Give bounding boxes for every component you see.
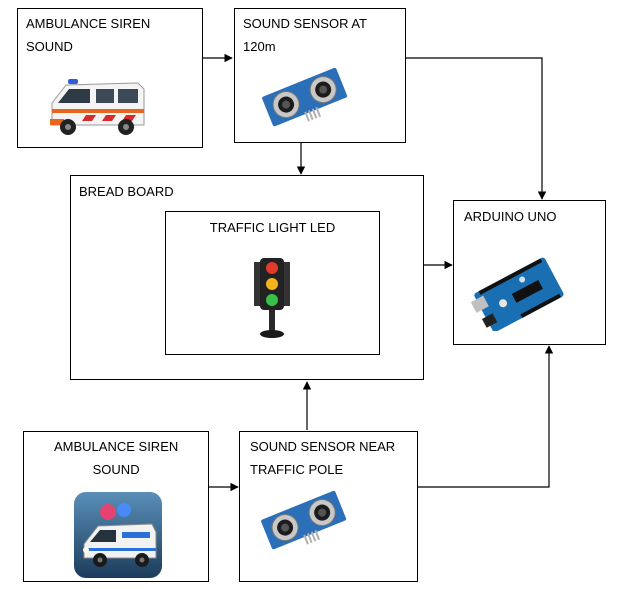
block-label: SOUND SENSOR AT 120m xyxy=(243,16,368,54)
ultrasonic-sensor-icon xyxy=(261,490,347,550)
sound-sensor-120m-block: SOUND SENSOR AT 120m xyxy=(234,8,406,143)
arduino-board-icon xyxy=(470,257,564,331)
ultrasonic-sensor-icon xyxy=(262,67,348,127)
ambulance-night-icon xyxy=(74,492,162,578)
block-label: ARDUINO UNO xyxy=(464,209,557,224)
sound-sensor-traffic-pole-block: SOUND SENSOR NEAR TRAFFIC POLE xyxy=(239,431,418,582)
ambulance-van-icon xyxy=(50,79,145,135)
block-label: AMBULANCE SIREN SOUND xyxy=(26,16,151,54)
arrow-sensor-bottom-to-arduino xyxy=(418,345,554,488)
arrow-sensor-top-to-arduino xyxy=(406,57,547,200)
arduino-uno-block: ARDUINO UNO xyxy=(453,200,606,345)
block-label: TRAFFIC LIGHT LED xyxy=(209,220,336,235)
traffic-light-led-block: TRAFFIC LIGHT LED xyxy=(165,211,380,355)
ambulance-siren-block-bottom: AMBULANCE SIREN SOUND xyxy=(23,431,209,582)
block-label: SOUND SENSOR NEAR TRAFFIC POLE xyxy=(250,439,396,477)
traffic-light-icon xyxy=(254,258,290,338)
ambulance-siren-block-top: AMBULANCE SIREN SOUND xyxy=(17,8,203,148)
block-label: BREAD BOARD xyxy=(79,184,174,199)
block-label: AMBULANCE SIREN SOUND xyxy=(54,439,179,477)
